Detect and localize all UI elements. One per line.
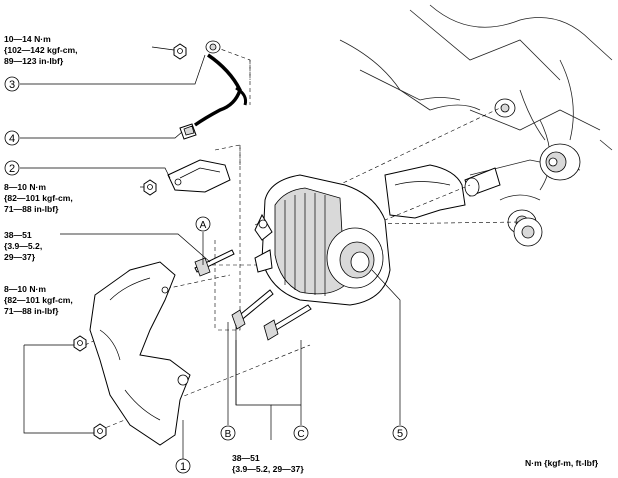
lower-nut-lower xyxy=(93,423,107,440)
callout-5-label: 5 xyxy=(397,428,403,440)
bolt-a xyxy=(194,249,235,277)
bolt-b xyxy=(231,289,274,330)
callout-b: B xyxy=(220,425,236,441)
callout-2: 2 xyxy=(4,160,20,176)
torque-bc-line2: {3.9—5.2, 29—37} xyxy=(232,464,304,474)
callout-3: 3 xyxy=(4,76,20,92)
engine-pulley-right xyxy=(539,143,581,181)
engine-spacer-lower xyxy=(507,209,543,247)
callout-1-label: 1 xyxy=(180,461,186,473)
torque-ground-line3: 89—123 in-lbf} xyxy=(4,56,64,66)
torque-ground-line2: {102—142 kgf-cm, xyxy=(4,45,78,55)
torque-a-line2: {3.9—5.2, xyxy=(4,241,42,251)
alternator xyxy=(254,174,391,306)
callout-4: 4 xyxy=(4,130,20,146)
torque-bracket-line2: {82—101 kgf-cm, xyxy=(4,193,73,203)
torque-bracket-bolt: 8—10 N·m {82—101 kgf-cm, 71—88 in-lbf} xyxy=(4,182,73,214)
callout-2-label: 2 xyxy=(9,163,15,175)
torque-bracket-line3: 71—88 in-lbf} xyxy=(4,204,59,214)
bolt-c xyxy=(263,304,312,341)
callout-5: 5 xyxy=(392,425,408,441)
bracket-nut xyxy=(143,179,157,196)
torque-nuts-line2: {82—101 kgf-cm, xyxy=(4,295,73,305)
callout-a: A xyxy=(195,216,211,232)
callout-3-label: 3 xyxy=(9,79,15,91)
engine-bushing-upper xyxy=(494,98,516,118)
callout-c-label: C xyxy=(297,429,304,440)
callout-4-label: 4 xyxy=(9,133,15,145)
torque-bracket-nuts: 8—10 N·m {82—101 kgf-cm, 71—88 in-lbf} xyxy=(4,284,73,316)
torque-bc-line1: 38—51 xyxy=(232,453,260,463)
torque-ground-terminal: 10—14 N·m {102—142 kgf-cm, 89—123 in-lbf… xyxy=(4,34,78,66)
harness-clip xyxy=(179,123,197,140)
torque-nuts-line1: 8—10 N·m xyxy=(4,284,46,294)
torque-nuts-line3: 71—88 in-lbf} xyxy=(4,306,59,316)
lower-nut-upper xyxy=(73,335,87,352)
torque-ground-line1: 10—14 N·m xyxy=(4,34,51,44)
torque-bracket-line1: 8—10 N·m xyxy=(4,182,46,192)
lower-bracket xyxy=(89,261,191,446)
torque-a-line1: 38—51 xyxy=(4,230,32,240)
callout-b-label: B xyxy=(225,429,232,440)
callout-1: 1 xyxy=(175,458,191,474)
callout-a-label: A xyxy=(200,220,207,231)
engine-spacer-mid xyxy=(464,167,501,197)
terminal-nut xyxy=(173,43,187,60)
alternator-bracket xyxy=(167,159,231,193)
torque-bolts-b-c: 38—51 {3.9—5.2, 29—37} xyxy=(232,453,304,474)
torque-a-line3: 29—37} xyxy=(4,252,36,262)
torque-bolt-a: 38—51 {3.9—5.2, 29—37} xyxy=(4,230,42,262)
heat-shield xyxy=(384,164,466,219)
callout-c: C xyxy=(293,425,309,441)
ground-wire-harness xyxy=(193,40,248,127)
leader-lines xyxy=(20,46,401,462)
unit-note: N·m {kgf-m, ft-lbf} xyxy=(525,458,599,468)
